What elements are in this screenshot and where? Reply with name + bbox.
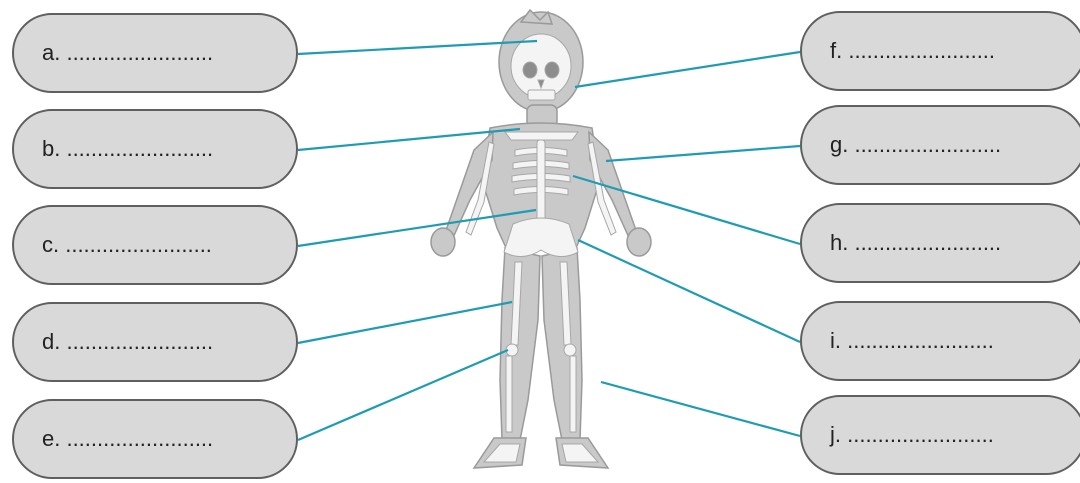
- label-i[interactable]: i. ........................: [800, 301, 1080, 381]
- leader-line-f: [575, 52, 800, 87]
- leader-line-d: [298, 302, 512, 343]
- leader-line-j: [601, 382, 800, 436]
- label-g[interactable]: g. ........................: [800, 105, 1080, 185]
- label-a[interactable]: a. ........................: [12, 13, 298, 93]
- label-f[interactable]: f. ........................: [800, 11, 1080, 91]
- label-h[interactable]: h. ........................: [800, 203, 1080, 283]
- label-b[interactable]: b. ........................: [12, 109, 298, 189]
- label-d[interactable]: d. ........................: [12, 302, 298, 382]
- leader-line-g: [606, 146, 800, 161]
- label-e[interactable]: e. ........................: [12, 399, 298, 479]
- leader-line-e: [298, 350, 508, 440]
- label-c[interactable]: c. ........................: [12, 205, 298, 285]
- skeleton-figure: [431, 10, 651, 468]
- leader-line-i: [578, 240, 800, 342]
- label-j[interactable]: j. ........................: [800, 395, 1080, 475]
